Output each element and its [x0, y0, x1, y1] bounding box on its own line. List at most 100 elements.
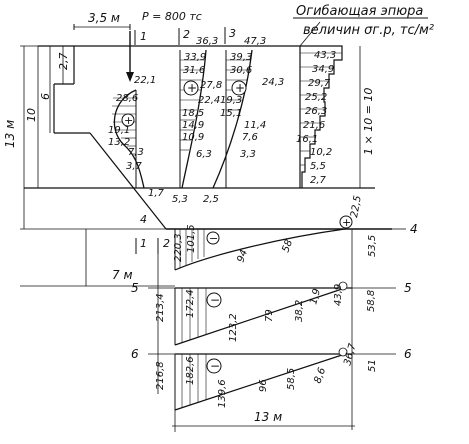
env-val-0: 43,3	[314, 50, 336, 61]
right-scale: 1 × 10 = 10	[362, 88, 375, 155]
sec6-curve	[174, 353, 346, 411]
sec4-plus-circle	[339, 215, 353, 229]
dim-7: 7 м	[112, 268, 133, 282]
sec5-plus-circle	[338, 281, 348, 291]
env-val-7: 10,2	[310, 147, 332, 158]
cut6a-label: 6	[131, 347, 139, 361]
s2-val-6: 10,9	[182, 132, 204, 143]
sec4-val-3: 58	[280, 238, 295, 254]
sec4-val-0: 220,3	[173, 233, 184, 262]
title-leader	[299, 21, 321, 47]
sec6-val-4: 58,5	[286, 368, 297, 390]
sec6-hatching	[181, 354, 207, 408]
env-val-8: 5,5	[310, 161, 326, 172]
s1-val-0: 22,1	[134, 75, 156, 86]
s3-val-5: 11,4	[244, 120, 266, 131]
s1-val-1: 28,6	[116, 93, 138, 104]
sec4-val-4: 22,5	[349, 195, 364, 219]
s2-plus-circle	[183, 80, 199, 96]
dim-6: 6	[39, 93, 52, 100]
sec5-val-0: 213,4	[155, 293, 166, 322]
s3-val-4: 15,1	[220, 108, 242, 119]
s3-curve	[212, 49, 253, 189]
sec5-val-7: 58,8	[366, 290, 377, 312]
title-line1: Огибающая эпюра	[296, 4, 423, 19]
sec4-val-1: 101,5	[186, 224, 197, 253]
s1-curve	[113, 89, 145, 189]
label-b1: 1	[140, 237, 147, 250]
env-val-1: 34,9	[312, 64, 334, 75]
sec6-val-7: 51	[367, 359, 378, 372]
env-val-5: 21,6	[303, 120, 325, 131]
sec4-val-5: 53,5	[367, 235, 378, 257]
dim-13: 13 м	[3, 120, 17, 148]
envelope-hatching	[300, 52, 342, 166]
s3-val-7: 3,3	[240, 149, 256, 160]
load-label: P = 800 тс	[142, 10, 202, 23]
sec5-val-6: 43,9	[333, 284, 344, 306]
s2-val-7: 6,3	[196, 149, 212, 160]
s3-val-9: 24,3	[262, 77, 284, 88]
s3-val-8: 2,5	[203, 194, 219, 205]
sec4-minus-circle	[206, 231, 220, 245]
s1-plus-sign: +	[124, 114, 133, 127]
sec5-val-1: 172,4	[185, 289, 196, 318]
sec5-val-2: 123,2	[228, 313, 239, 342]
sec6-val-5: 8,6	[312, 366, 328, 385]
sec4-hatching	[179, 229, 205, 268]
s1-plus-circle	[121, 113, 135, 127]
label-s4: 4	[140, 213, 147, 226]
dim-10: 10	[25, 108, 38, 122]
sec4-minus-sign: −	[209, 232, 218, 245]
env-val-6: 16,1	[296, 134, 318, 145]
sec5-hatching	[181, 288, 207, 343]
s2-val-3: 22,4	[198, 95, 220, 106]
s1-val-5: 3,7	[126, 161, 143, 172]
sec4-curve	[174, 228, 346, 271]
sec5-val-3: 79	[264, 309, 275, 322]
label-s2: 2	[183, 28, 190, 41]
s3-val-6: 7,6	[242, 132, 258, 143]
sec5-val-4: 38,2	[294, 300, 305, 322]
env-val-4: 26,3	[305, 106, 327, 117]
s3-plus-sign: +	[235, 81, 245, 95]
envelope-steps	[300, 45, 343, 188]
dim-load-offset: 3,5 м	[88, 11, 120, 25]
s2-val-9: 36,3	[196, 36, 218, 47]
s1-val-3: 13,2	[108, 137, 130, 148]
s2-val-2: 27,8	[200, 80, 222, 91]
sec6-val-1: 182,6	[185, 356, 196, 385]
title-line2: величин σг.р, тс/м²	[303, 23, 434, 38]
s2-curve	[181, 49, 207, 189]
env-val-9: 2,7	[310, 175, 327, 186]
s3-val-0: 47,3	[244, 36, 266, 47]
label-s1: 1	[140, 30, 147, 43]
load-arrowhead	[126, 72, 134, 82]
s2-val-8: 5,3	[172, 194, 188, 205]
sec5-val-5: 1,9	[308, 288, 323, 306]
label-b2: 2	[163, 237, 170, 250]
cut4-label: 4	[410, 222, 418, 236]
sec5-minus-circle	[206, 292, 222, 308]
dim-2-7: 2,7	[57, 53, 70, 71]
s1-val-6: 1,7	[148, 188, 165, 199]
dim-bottom-13: 13 м	[254, 410, 282, 424]
sec5-minus-sign: −	[210, 293, 220, 307]
s3-val-2: 30,6	[230, 65, 252, 76]
s3-plus-circle	[231, 80, 247, 96]
sec6-minus-sign: −	[210, 359, 220, 373]
s2-hatching	[180, 59, 205, 151]
cut5b-label: 5	[404, 281, 412, 295]
s1-val-2: 19,1	[108, 125, 130, 136]
sec6-val-0: 216,8	[155, 361, 166, 390]
s1-val-4: 7,3	[128, 147, 144, 158]
s2-val-5: 14,9	[182, 120, 204, 131]
s3-val-1: 39,3	[230, 52, 252, 63]
sec5-curve	[174, 287, 346, 346]
label-s3: 3	[229, 27, 236, 40]
s2-val-4: 18,5	[182, 108, 204, 119]
sec6-val-2: 139,6	[217, 379, 228, 408]
upstream-slope	[89, 132, 167, 230]
s2-plus-sign: +	[187, 81, 197, 95]
